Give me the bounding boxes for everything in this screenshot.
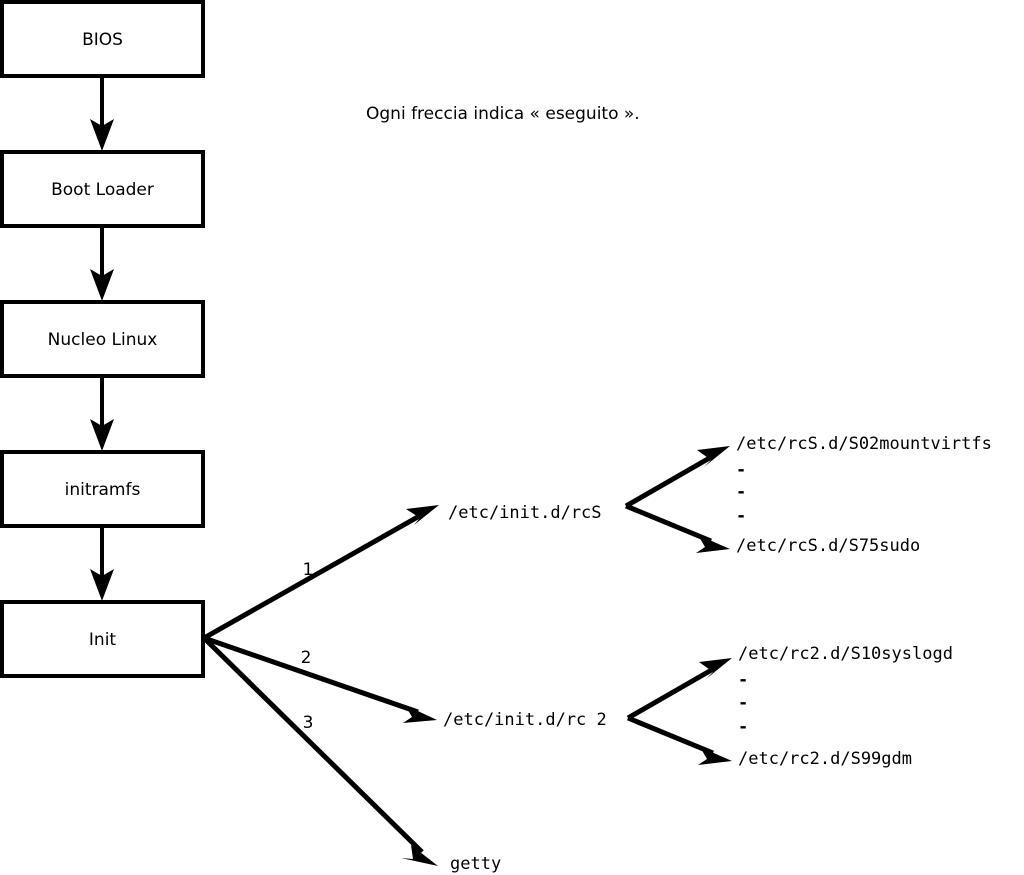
label-init-d-rc2[interactable]: /etc/init.d/rc 2 [443,710,607,730]
box-label-kernel: Nucleo Linux [48,330,158,350]
label-rcs-first-script[interactable]: /etc/rcS.d/S02mountvirtfs [736,434,992,454]
rcs-arrow-first [624,446,730,509]
rcs-ellipsis-dash-1: - [736,460,746,480]
rc2-ellipsis-dash-3: - [738,717,748,737]
boot-chain-boxes: BIOS Boot Loader Nucleo Linux initramfs … [0,0,205,678]
label-getty[interactable]: getty [450,854,501,874]
rc2-arrow-last [627,715,732,765]
init-branch-targets: /etc/init.d/rcS /etc/init.d/rc 2 getty [443,503,607,874]
box-bootloader[interactable]: Boot Loader [0,150,205,228]
flow-arrow-initramfs-to-init [90,526,114,601]
init-branch-2-arrow [203,635,437,723]
init-branch-2-number: 2 [301,648,312,668]
label-init-d-rcs[interactable]: /etc/init.d/rcS [448,503,602,523]
rc2-arrow-first [626,658,732,721]
rcs-arrow-last [625,503,730,553]
init-branch-1-number: 1 [303,560,314,580]
box-init[interactable]: Init [0,600,205,678]
label-rcs-last-script[interactable]: /etc/rcS.d/S75sudo [736,536,920,556]
rcs-ellipsis-dash-3: - [736,506,746,526]
rc2-script-labels: /etc/rc2.d/S10syslogd - - - /etc/rc2.d/S… [738,644,953,769]
diagram-caption: Ogni freccia indica « eseguito ». [366,104,640,124]
flow-arrow-bios-to-bootloader [90,76,114,151]
label-rc2-last-script[interactable]: /etc/rc2.d/S99gdm [738,749,912,769]
init-branch-arrows: 1 2 3 [202,505,439,866]
box-initramfs[interactable]: initramfs [0,450,205,528]
flow-arrow-kernel-to-initramfs [90,376,114,451]
box-kernel[interactable]: Nucleo Linux [0,300,205,378]
vertical-flow-arrows [90,76,114,601]
init-branch-3-arrow [202,636,438,866]
rcs-ellipsis-dash-2: - [736,482,746,502]
label-rc2-first-script[interactable]: /etc/rc2.d/S10syslogd [738,644,953,664]
box-bios[interactable]: BIOS [0,0,205,78]
init-branch-3-number: 3 [303,713,314,733]
box-label-init: Init [89,630,117,650]
rc2-ellipsis-dash-2: - [738,693,748,713]
rc2-ellipsis-dash-1: - [738,670,748,690]
box-label-bootloader: Boot Loader [51,180,154,200]
flow-arrow-bootloader-to-kernel [90,226,114,301]
rcs-script-labels: /etc/rcS.d/S02mountvirtfs - - - /etc/rcS… [736,434,992,556]
box-label-initramfs: initramfs [65,480,141,500]
box-label-bios: BIOS [82,30,123,50]
rcs-fanout-arrows [624,446,730,553]
init-branch-1-arrow [202,505,439,641]
rc2-fanout-arrows [626,658,732,765]
